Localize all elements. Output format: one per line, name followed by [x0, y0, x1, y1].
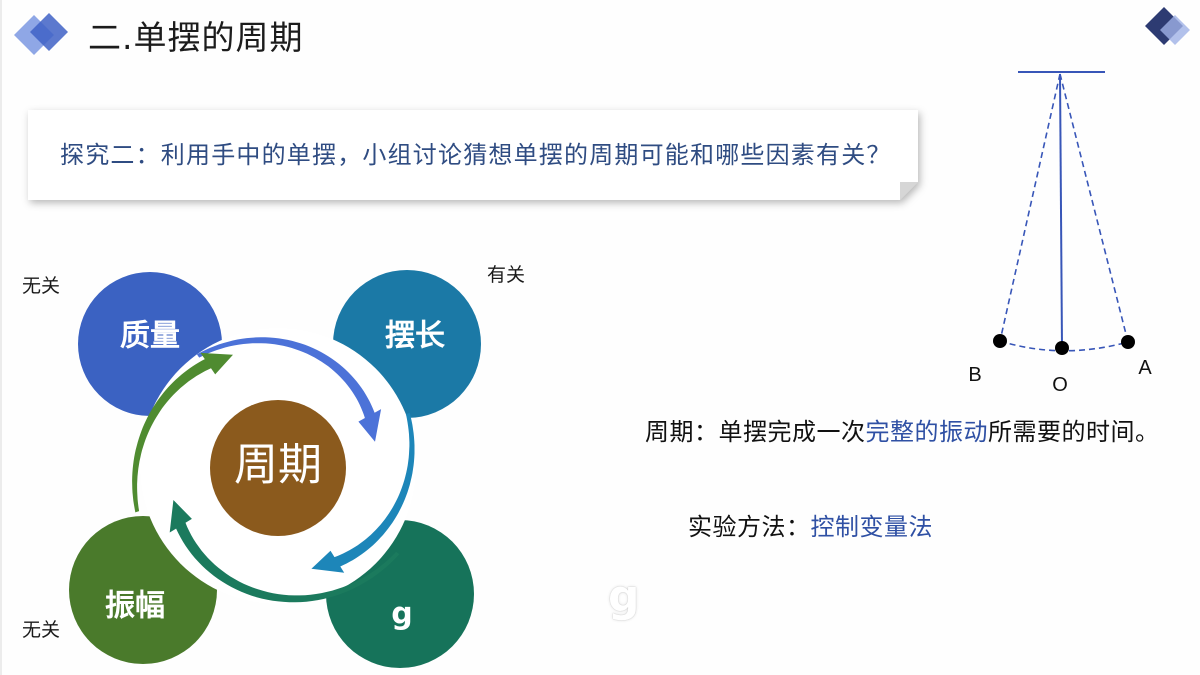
- definition-text-after: 所需要的时间。: [988, 418, 1160, 446]
- method-label: 实验方法：: [688, 513, 811, 541]
- pendulum-string-right: [1059, 73, 1129, 343]
- cycle-arrow-mass-to-length: [196, 337, 382, 442]
- pendulum-bob-right: [1121, 335, 1135, 349]
- factor-label-amplitude: 振幅: [105, 589, 165, 624]
- cycle-arrow-amplitude-to-mass: [132, 352, 233, 513]
- point-label-a: A: [1138, 357, 1152, 379]
- callout-box: 探究二：利用手中的单摆，小组讨论猜想单摆的周期可能和哪些因素有关？: [28, 110, 918, 200]
- point-label-o: O: [1052, 374, 1068, 396]
- definition-highlight: 完整的振动: [865, 418, 988, 446]
- pendulum-string-left: [999, 73, 1061, 342]
- point-label-b: B: [968, 364, 981, 386]
- relation-label-mass: 无关: [22, 275, 61, 297]
- diamond-corner-icon: [1145, 7, 1190, 45]
- experiment-method: 实验方法：控制变量法: [688, 510, 933, 544]
- center-label-period: 周期: [234, 440, 322, 491]
- cycle-diagram: 质量 摆长 g 振幅 周期: [69, 270, 481, 668]
- callout-question: 探究二：利用手中的单摆，小组讨论猜想单摆的周期可能和哪些因素有关？: [60, 141, 892, 169]
- callout: 探究二：利用手中的单摆，小组讨论猜想单摆的周期可能和哪些因素有关？: [28, 110, 918, 200]
- relation-label-length: 有关: [487, 264, 526, 286]
- pendulum-bob-bottom: [1055, 341, 1069, 355]
- factor-label-g: g: [391, 597, 412, 632]
- cycle-arrow-g-to-amplitude: [169, 500, 400, 603]
- relation-label-amplitude: 无关: [22, 619, 61, 641]
- factor-label-mass: 质量: [120, 319, 180, 354]
- cycle-arrows: [132, 337, 415, 603]
- diamond-logo-icon: [14, 13, 68, 55]
- definition-term: 周期：: [645, 418, 719, 446]
- pendulum-bob-left: [993, 334, 1007, 348]
- center-circle-period: [210, 400, 346, 536]
- page-title: 二.单摆的周期: [88, 18, 304, 57]
- definition-text-before: 单摆完成一次: [718, 418, 866, 446]
- factor-label-length: 摆长: [385, 319, 445, 354]
- pendulum-diagram: B O A: [968, 71, 1152, 396]
- faint-letter-g: g: [608, 571, 640, 622]
- method-value: 控制变量法: [810, 513, 933, 541]
- period-definition: 周期：单摆完成一次完整的振动所需要的时间。: [645, 415, 1160, 449]
- pendulum-string-rest: [1059, 73, 1063, 349]
- callout-fold-corner: [900, 182, 918, 200]
